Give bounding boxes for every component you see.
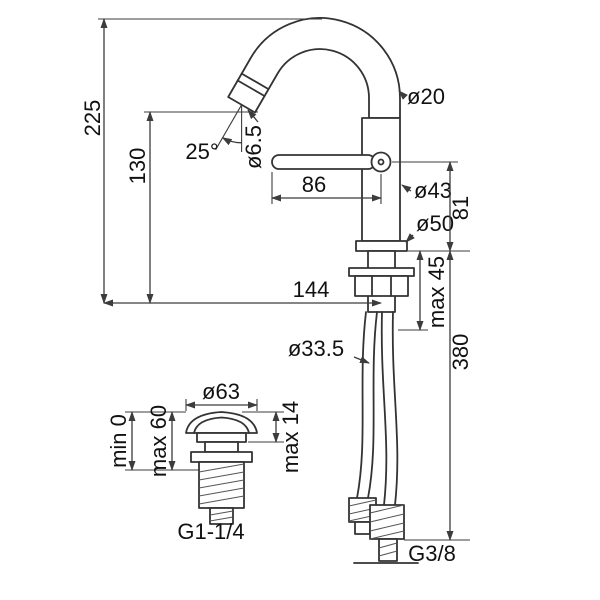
dim-label-waste-cap-diameter: ø63	[202, 379, 240, 404]
spout-tube	[227, 17, 401, 119]
dim-label-supply-thread: G3/8	[408, 541, 456, 566]
dim-label-waste-thread: G1-1/4	[177, 519, 244, 544]
waste-cap-rim	[196, 432, 247, 443]
hose-left-edge	[356, 311, 367, 499]
dim-label-outlet-height: 130	[125, 148, 150, 185]
popup-waste-assembly	[185, 411, 258, 525]
hose-tail	[354, 521, 371, 535]
leader-spout-tube	[398, 90, 408, 100]
dim-label-hose-length: 380	[448, 334, 473, 371]
dim-label-aerator-diameter: ø6.5	[241, 125, 266, 169]
lever-pivot-screw	[377, 158, 385, 166]
angle-ref-axis	[215, 104, 243, 151]
fitting-hatch	[348, 499, 377, 507]
waste-cap-dome	[185, 411, 258, 434]
waste-flange	[190, 451, 253, 463]
hose-left-edge	[367, 311, 378, 499]
base-flange	[355, 240, 408, 252]
thread-hatch	[198, 487, 245, 497]
waste-cap-inner	[193, 416, 250, 434]
leader-mounting-hole	[353, 356, 370, 364]
hose-tail-g38	[378, 538, 398, 562]
dim-label-waste-height-min: min 0	[106, 414, 131, 468]
fitting-hatch	[369, 513, 405, 523]
dim-label-waste-cap-height: max 14	[278, 401, 303, 473]
leader-base	[405, 233, 415, 243]
leader-body	[401, 184, 412, 193]
mounting-nut	[354, 275, 409, 297]
thread-hatch	[198, 479, 245, 489]
angle-arc	[221, 137, 242, 146]
fitting-hatch	[369, 504, 405, 514]
hose-right-edge	[391, 311, 399, 506]
dim-label-overall-height: 225	[80, 100, 105, 137]
aerator-seam	[236, 79, 266, 97]
dim-label-waste-height-max: max 60	[146, 405, 171, 477]
waste-neck	[204, 441, 239, 453]
dim-label-spout-angle: 25°	[185, 139, 218, 164]
aerator-seam	[240, 72, 270, 90]
dim-label-spout-tube-diameter: ø20	[407, 84, 445, 109]
fitting-hatch	[378, 550, 398, 557]
hose-nut-g38	[369, 504, 405, 540]
dim-label-deck-thickness: max 45	[424, 256, 449, 328]
thread-hatch	[209, 516, 234, 522]
dim-label-mounting-hole: ø33.5	[288, 336, 344, 361]
dim-label-spout-reach: 144	[293, 277, 330, 302]
dim-label-body-diameter: ø43	[414, 178, 452, 203]
fitting-hatch	[378, 542, 398, 549]
supply-hoses	[348, 311, 419, 564]
fitting-hatch	[369, 522, 405, 532]
thread-hatch	[198, 471, 245, 481]
waste-threaded-body	[198, 461, 245, 509]
mounting-washer	[348, 267, 415, 277]
hose-right-edge	[380, 311, 388, 506]
leader-aerator	[247, 109, 259, 123]
thread-hatch	[198, 463, 245, 473]
dim-label-handle-length: 86	[302, 172, 326, 197]
fitting-hatch	[369, 530, 405, 540]
thread-hatch	[209, 510, 234, 516]
lever-handle	[271, 154, 376, 170]
dimension-lines: 225 130 144 25° ø6.5 86 ø20 ø43 ø50	[80, 18, 473, 566]
thread-hatch	[198, 495, 245, 505]
dim-label-handle-axis-height: 81	[448, 196, 473, 220]
